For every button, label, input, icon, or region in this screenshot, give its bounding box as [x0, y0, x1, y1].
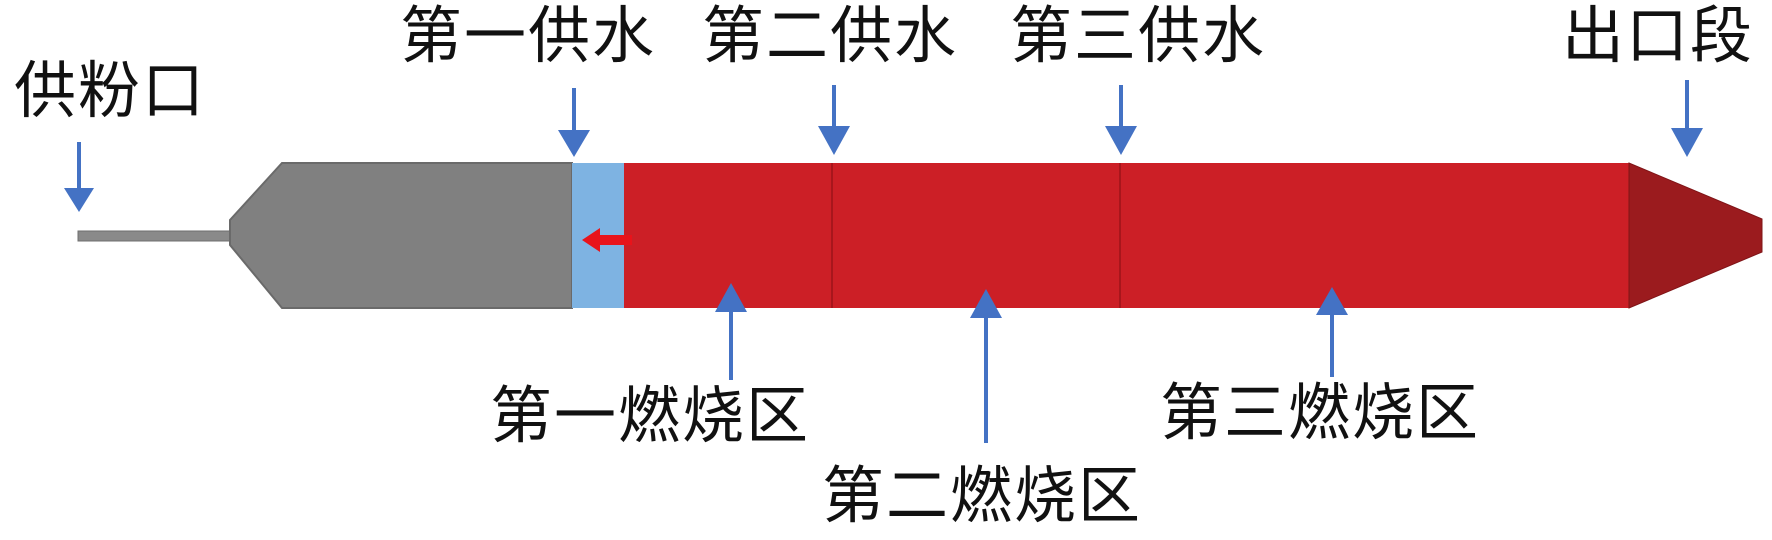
arrow-water-supply-3	[1105, 85, 1137, 155]
arrow-combustion-zone-2	[970, 289, 1002, 443]
powder-inlet-label: 供粉口	[14, 54, 207, 127]
arrow-combustion-zone-1	[715, 283, 747, 380]
arrow-water-supply-1	[558, 88, 590, 157]
arrow-combustion-zone-3	[1316, 287, 1348, 377]
outlet-section-label: 出口段	[1562, 0, 1755, 72]
left-arrow-icon	[582, 228, 632, 252]
arrow-outlet-section	[1671, 80, 1703, 157]
combustion-body	[624, 163, 1629, 308]
water-supply-1-label: 第一供水	[400, 0, 657, 72]
powder-feed-tube	[77, 230, 231, 242]
combustion-zone-3-label: 第三燃烧区	[1160, 376, 1481, 449]
powder-chamber	[229, 162, 573, 309]
water-supply-3-label: 第三供水	[1010, 0, 1267, 72]
water-supply-2-label: 第二供水	[702, 0, 959, 72]
combustion-zone-1-label: 第一燃烧区	[490, 379, 811, 452]
outlet-nozzle	[1628, 162, 1763, 309]
arrow-water-supply-2	[818, 85, 850, 155]
combustion-zone-2-label: 第二燃烧区	[822, 459, 1143, 532]
arrow-powder-inlet	[64, 142, 94, 212]
